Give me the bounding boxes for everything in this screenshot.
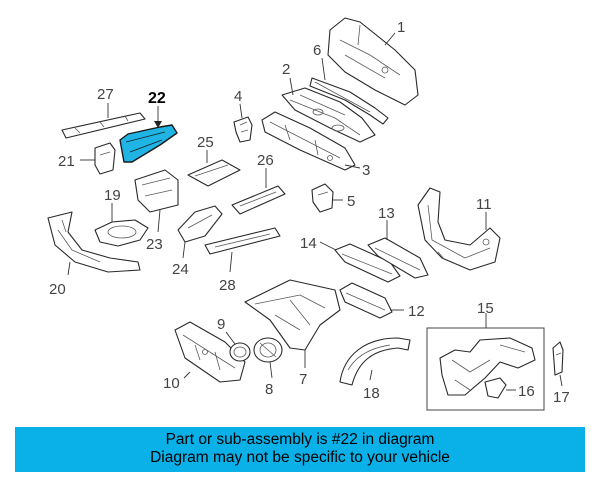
part-10[interactable]: [174, 321, 246, 383]
leader-24: [182, 241, 186, 259]
callout-11[interactable]: 11: [476, 196, 492, 213]
part-20[interactable]: [47, 211, 141, 273]
info-banner: Part or sub-assembly is #22 in diagram D…: [15, 427, 585, 472]
part-12[interactable]: [339, 282, 393, 319]
callout-20[interactable]: 20: [49, 281, 66, 298]
callout-3[interactable]: 3: [362, 162, 370, 179]
part-28[interactable]: [204, 227, 281, 255]
part-8[interactable]: [253, 337, 283, 363]
part-13[interactable]: [367, 237, 429, 279]
part-25[interactable]: [187, 159, 241, 187]
leader-2: [289, 77, 294, 96]
callout-16[interactable]: 16: [518, 383, 535, 400]
part-23[interactable]: [134, 169, 179, 213]
part-2[interactable]: [281, 87, 376, 143]
callout-12[interactable]: 12: [408, 303, 425, 320]
leader-9: [225, 331, 236, 345]
part-18[interactable]: [339, 337, 411, 386]
callout-21[interactable]: 21: [58, 153, 75, 170]
leader-17: [559, 374, 563, 387]
leader-6: [321, 57, 326, 81]
leader-14: [319, 241, 337, 251]
part-9[interactable]: [229, 342, 251, 362]
part-22[interactable]: [119, 124, 178, 163]
callout-4[interactable]: 4: [234, 88, 242, 105]
part-27[interactable]: [61, 112, 146, 139]
callout-26[interactable]: 26: [257, 152, 274, 169]
callout-25[interactable]: 25: [197, 134, 214, 151]
part-19[interactable]: [94, 219, 149, 247]
part-1[interactable]: [327, 17, 419, 106]
callout-2[interactable]: 2: [282, 61, 290, 78]
callout-23[interactable]: 23: [146, 236, 163, 253]
part-15[interactable]: [439, 337, 536, 396]
callout-22[interactable]: 22: [148, 90, 166, 107]
leader-4: [239, 103, 243, 119]
callout-27[interactable]: 27: [97, 86, 114, 103]
part-26[interactable]: [231, 185, 286, 215]
callout-18[interactable]: 18: [363, 385, 380, 402]
part-11[interactable]: [417, 187, 501, 271]
banner-line-1: Part or sub-assembly is #22 in diagram: [165, 431, 435, 448]
callout-14[interactable]: 14: [300, 235, 317, 252]
callout-15[interactable]: 15: [477, 300, 494, 317]
part-17[interactable]: [552, 341, 564, 376]
banner-line-2: Diagram may not be specific to your vehi…: [150, 449, 450, 466]
leader-28: [229, 251, 233, 273]
parts-diagram: 1 6 2 3 4 5 27: [47, 17, 570, 411]
part-6[interactable]: [309, 77, 389, 125]
callout-10[interactable]: 10: [163, 375, 180, 392]
callout-24[interactable]: 24: [172, 261, 189, 278]
part-21[interactable]: [94, 142, 116, 175]
part-5[interactable]: [311, 183, 334, 213]
part-14[interactable]: [334, 243, 401, 283]
leader-20: [67, 261, 71, 276]
inset-box-15: [426, 327, 545, 411]
part-3[interactable]: [261, 111, 356, 171]
leader-22-arrow: [154, 121, 162, 128]
part-24[interactable]: [177, 205, 223, 243]
leader-3: [344, 164, 361, 169]
callout-17[interactable]: 17: [553, 389, 570, 406]
part-7[interactable]: [244, 279, 341, 351]
callout-8[interactable]: 8: [265, 381, 273, 398]
leader-23: [157, 209, 161, 233]
leader-10: [183, 371, 191, 379]
callout-7[interactable]: 7: [299, 371, 307, 388]
leader-8: [269, 361, 273, 379]
part-16[interactable]: [484, 377, 507, 399]
callout-19[interactable]: 19: [104, 187, 121, 204]
callout-13[interactable]: 13: [378, 205, 395, 222]
callout-28[interactable]: 28: [219, 277, 236, 294]
part-4[interactable]: [233, 116, 253, 143]
leader-1: [384, 32, 396, 46]
callout-9[interactable]: 9: [217, 316, 225, 333]
callout-5[interactable]: 5: [347, 193, 355, 210]
leader-18: [369, 369, 373, 381]
callout-6[interactable]: 6: [313, 42, 321, 59]
callout-1[interactable]: 1: [397, 19, 405, 36]
